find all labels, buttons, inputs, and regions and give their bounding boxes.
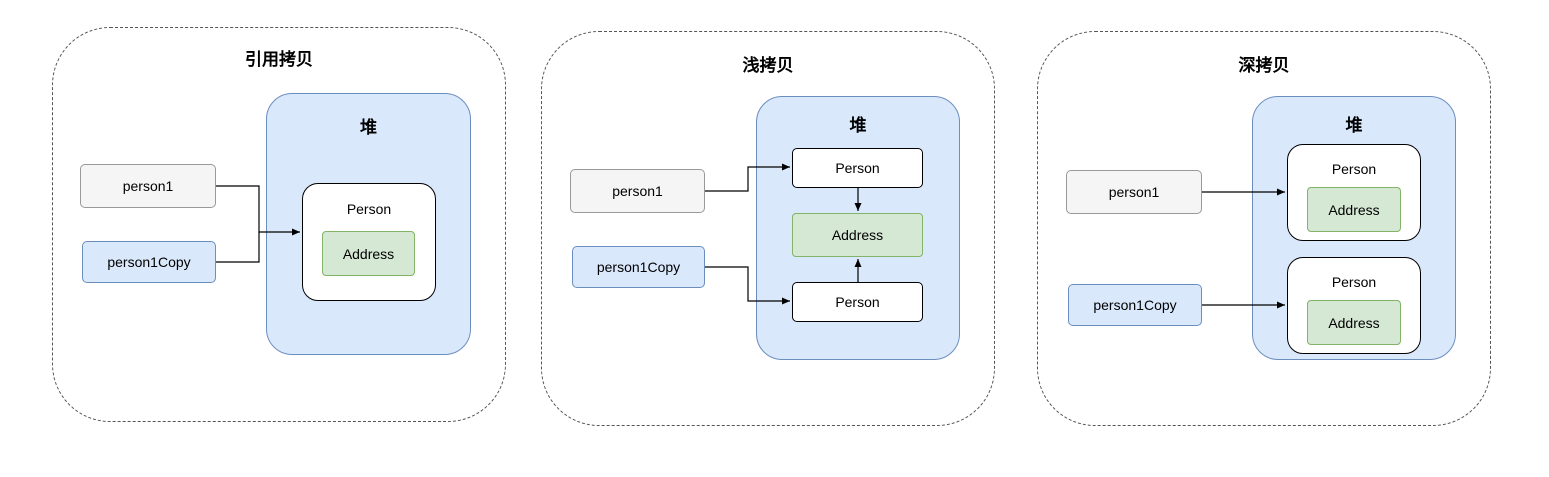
person-object-top: Person <box>792 148 923 188</box>
heap-label: 堆 <box>1345 116 1363 136</box>
address-object-top: Address <box>1307 187 1401 232</box>
person1-variable: person1 <box>80 164 216 208</box>
person-object-top-label: Person <box>1331 161 1377 177</box>
heap-label: 堆 <box>849 116 867 136</box>
person-object-label: Person <box>346 201 392 217</box>
panel-title-reference-copy: 引用拷贝 <box>245 50 313 70</box>
person1-variable: person1 <box>570 169 705 213</box>
heap-label: 堆 <box>360 118 377 138</box>
person1copy-variable: person1Copy <box>1068 284 1202 326</box>
heap-region <box>266 93 471 355</box>
person1copy-variable: person1Copy <box>82 241 216 283</box>
panel-title-shallow-copy: 浅拷贝 <box>742 56 794 76</box>
reference-copy-panel <box>52 27 506 422</box>
deep-copy-panel <box>1037 31 1491 426</box>
person-object-bottom-label: Person <box>1331 274 1377 290</box>
person1-variable: person1 <box>1066 170 1202 214</box>
address-object-bottom: Address <box>1307 300 1401 345</box>
shared-address-object: Address <box>792 213 923 257</box>
person-object-bottom: Person <box>792 282 923 322</box>
person1copy-variable: person1Copy <box>572 246 705 288</box>
address-object: Address <box>322 231 415 276</box>
shallow-copy-panel <box>541 31 995 426</box>
panel-title-deep-copy: 深拷贝 <box>1238 56 1290 76</box>
